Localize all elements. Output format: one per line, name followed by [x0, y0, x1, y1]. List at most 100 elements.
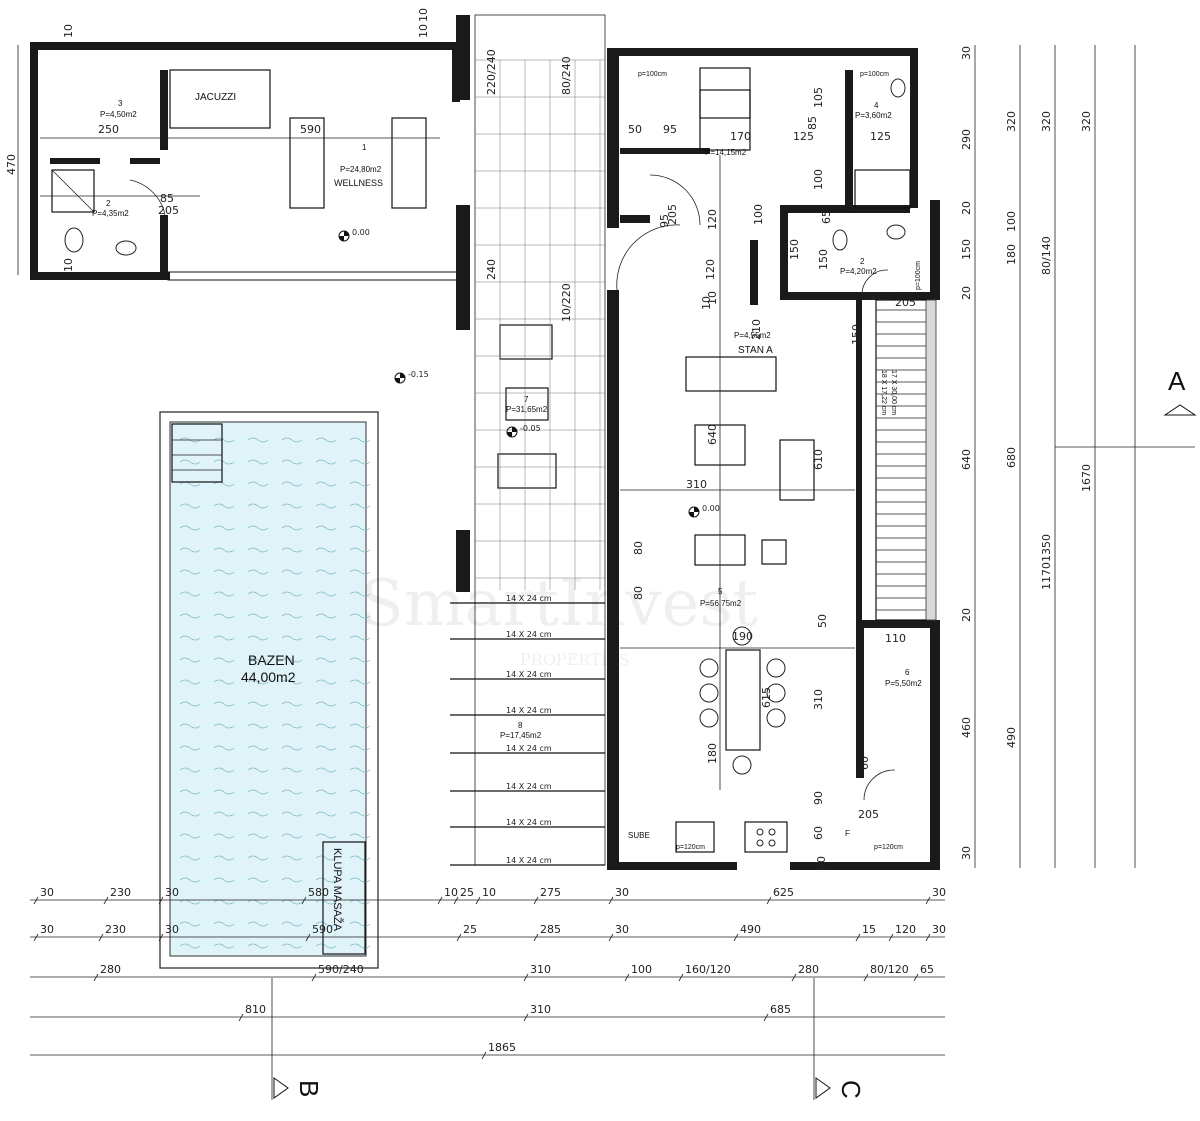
dim-label: 230 — [105, 923, 126, 936]
dim-label: 590 — [300, 123, 321, 136]
dim-label: 80 — [632, 541, 645, 555]
pool-wave — [247, 745, 269, 751]
dim-tick — [624, 973, 630, 982]
pool-wave — [315, 833, 337, 839]
terrace8-num: 8 — [518, 721, 523, 730]
storage6-area: P=5,50m2 — [885, 679, 922, 688]
pool-wave — [315, 591, 337, 597]
pool-wave — [281, 635, 303, 641]
pool-wave — [315, 569, 337, 575]
pool-wave — [213, 723, 235, 729]
dim-tick — [158, 933, 164, 942]
dim-label: 220/240 — [485, 49, 498, 95]
pool-wave — [281, 569, 303, 575]
pool-wave — [281, 745, 303, 751]
pool-wave — [179, 943, 201, 949]
dim-tick — [523, 973, 529, 982]
dim-label: 25 — [463, 923, 477, 936]
kitchen-window: p=120cm — [676, 844, 705, 851]
pool-wave — [349, 701, 371, 707]
section-marker-a: A — [1055, 366, 1197, 448]
pool-wave — [179, 613, 201, 619]
pool-wave — [281, 833, 303, 839]
step-label-3: 14 X 24 cm — [506, 670, 552, 679]
pool-wave — [281, 855, 303, 861]
pool-wave — [349, 679, 371, 685]
pool-wave — [349, 635, 371, 641]
pool-wave — [349, 943, 371, 949]
dim-label: 30 — [40, 886, 54, 899]
dim-label: 320 — [1080, 111, 1093, 132]
dim-label: 150 — [788, 239, 801, 260]
pool-wave — [179, 679, 201, 685]
dim-label: 150 — [960, 239, 973, 260]
pool-wave — [247, 877, 269, 883]
bath2-num: 2 — [860, 257, 865, 266]
dim-label: 80/120 — [870, 963, 909, 976]
dim-label: 125 — [793, 130, 814, 143]
dim-label: 80/140 — [1040, 236, 1053, 275]
pool-wave — [349, 921, 371, 927]
step-label-2: 14 X 24 cm — [506, 630, 552, 639]
dim-label: 30 — [932, 886, 946, 899]
section-b-label: B — [294, 1080, 324, 1097]
dim-label: 10 — [706, 291, 719, 305]
dim-label: 65 — [820, 210, 833, 224]
pool-area: 44,00m2 — [241, 669, 296, 685]
step-label-8: 14 X 24 cm — [506, 856, 552, 865]
bedroom-door: p=100cm — [638, 71, 667, 78]
pool-wave — [213, 811, 235, 817]
pool-wave — [247, 613, 269, 619]
stairs-note: 18 X 17,22 cm — [880, 370, 887, 415]
pool-wave — [281, 459, 303, 465]
dim-label: 210 — [750, 319, 763, 340]
pool-wave — [247, 547, 269, 553]
dim-tick — [103, 896, 109, 905]
dim-label: 190 — [732, 630, 753, 643]
dim-tick — [238, 1013, 244, 1022]
dim-tick — [158, 896, 164, 905]
dim-tick — [93, 973, 99, 982]
bed-area: P=14,15m2 — [705, 148, 747, 157]
pool-wave — [213, 613, 235, 619]
dim-label: 490 — [1005, 727, 1018, 748]
dim-label: 110 — [885, 632, 906, 645]
dim-label: 30 — [165, 886, 179, 899]
pool-wave — [213, 921, 235, 927]
pool-wave — [179, 547, 201, 553]
section-a-label: A — [1168, 366, 1186, 396]
pool-wave — [315, 657, 337, 663]
dimension-lines — [17, 45, 1136, 1056]
level-terrace: -0.05 — [520, 424, 541, 433]
pool-wave — [247, 921, 269, 927]
step-label-7: 14 X 24 cm — [506, 818, 552, 827]
dim-label: 25 — [460, 886, 474, 899]
dim-label: 205 — [870, 290, 891, 303]
wellness-area: P=24,80m2 — [340, 165, 382, 174]
pool-wave — [349, 811, 371, 817]
pool-wave — [349, 767, 371, 773]
dim-label: 160/120 — [685, 963, 731, 976]
dim-label: 15 — [862, 923, 876, 936]
storage-window: p=120cm — [874, 844, 903, 851]
dim-tick — [33, 896, 39, 905]
pool-wave — [349, 723, 371, 729]
pool-wave — [281, 789, 303, 795]
pool-wave — [281, 547, 303, 553]
dim-label: 50 — [628, 123, 642, 136]
stan-hall-area: P=4,55m2 — [734, 331, 771, 340]
dim-tick — [733, 933, 739, 942]
pool-wave — [179, 701, 201, 707]
dim-label: 20 — [960, 201, 973, 215]
pool-wave — [315, 723, 337, 729]
main-stairs — [876, 309, 926, 611]
dim-label: 205 — [158, 204, 179, 217]
dim-label: 85 — [806, 116, 819, 130]
dim-label: 460 — [960, 717, 973, 738]
dim-label: 85 — [160, 192, 174, 205]
sube-label: SUBE — [628, 831, 650, 840]
pool-wave — [247, 679, 269, 685]
pool-wave — [349, 525, 371, 531]
pool-wave — [213, 569, 235, 575]
pool-wave — [247, 855, 269, 861]
